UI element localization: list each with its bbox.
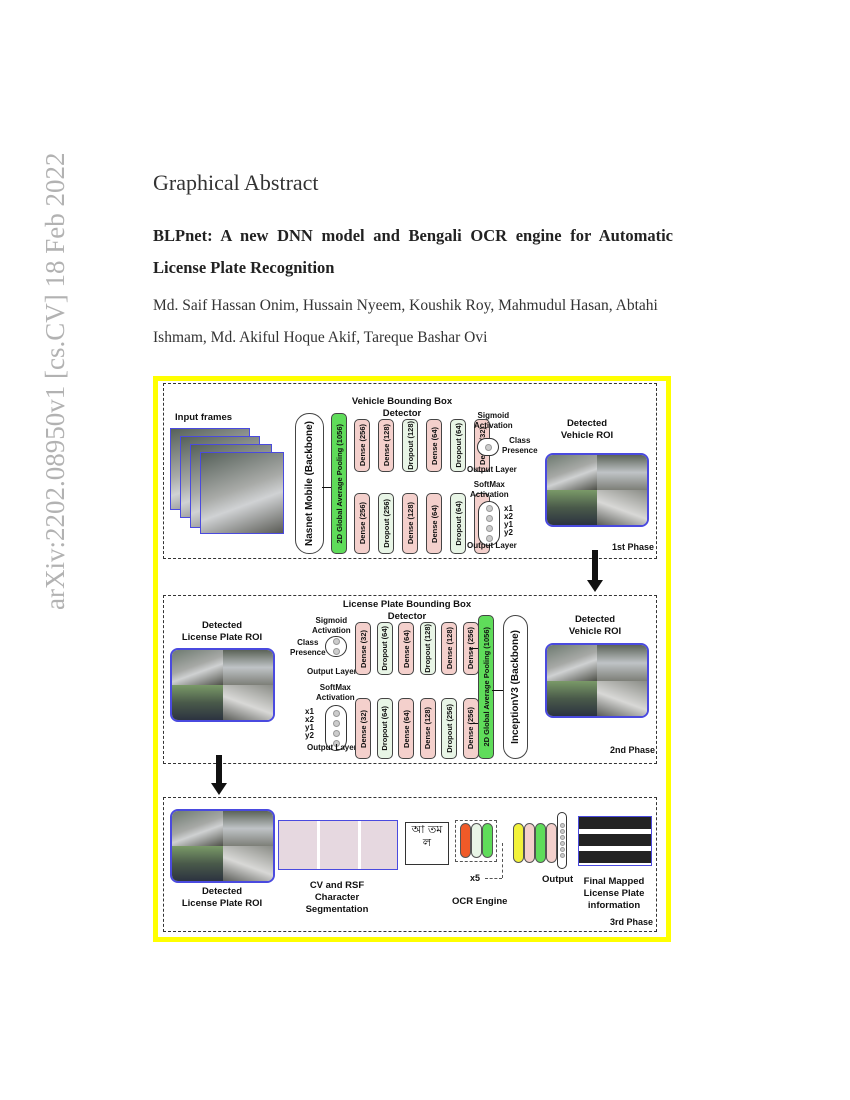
down-arrow [216,755,222,785]
dense-layer: Dense (32) [355,622,371,675]
phase2-label: 2nd Phase [610,745,656,755]
ocr-layer [524,823,535,863]
input-frames-label: Input frames [175,412,233,423]
ocr-layer [471,823,482,858]
dense-layer: Dense (256) [354,419,370,472]
dense-layer: Dense (64) [398,698,414,759]
bengali-character-glyphs: আ তম ল [405,822,449,865]
dropout-layer: Dropout (256) [378,493,394,554]
nasnet-backbone: Nasnet Mobile (Backbone) [295,413,324,554]
dropout-layer: Dropout (256) [441,698,457,759]
ocr-layer [513,823,524,863]
phase3-label: 3rd Phase [610,917,654,927]
class-output-node [477,438,499,456]
dashed-connector [502,843,503,878]
arxiv-stamp: arXiv:2202.08950v1 [cs.CV] 18 Feb 2022 [40,152,70,610]
vehicle-roi-image [545,643,649,718]
down-arrow-head [211,783,227,795]
dense-layer: Dense (128) [378,419,394,472]
repeat-label: x5 [470,873,481,883]
dense-layer: Dense (256) [462,698,479,759]
down-arrow [592,550,598,582]
output-layer-label: Output Layer [467,465,517,474]
dropout-layer: Dropout (64) [376,622,393,675]
plate-roi-image [170,648,275,722]
ocr-repeat-block [455,820,497,862]
dropout-layer: Dropout (64) [450,419,466,472]
segmentation-image [278,820,398,870]
global-avg-pooling: 2D Global Average Pooling (1056) [331,413,347,554]
dropout-layer: Dropout (128) [419,622,436,675]
dashed-connector [485,878,502,879]
phase2-box [163,595,657,764]
vehicle-roi-image [545,453,649,527]
arrow [470,723,478,724]
phase1-label: 1st Phase [612,542,655,552]
dense-layer: Dense (256) [354,493,370,554]
dense-layer: Dense (32) [355,698,371,759]
authors: Md. Saif Hassan Onim, Hussain Nyeem, Kou… [153,297,658,346]
down-arrow-head [587,580,603,592]
output-label: Output [542,874,574,885]
phase3-box [163,797,657,932]
ocr-layer [482,823,493,858]
dense-layer: Dense (128) [402,493,418,554]
output-layer-label: Output Layer [307,667,357,676]
section-title: Graphical Abstract [153,170,319,195]
arrow [322,487,331,488]
output-layer-label: Output Layer [307,743,357,752]
dense-layer: Dense (128) [419,698,436,759]
ocr-layer [546,823,557,863]
class-output-node [325,636,347,657]
dropout-layer: Dropout (64) [450,493,466,554]
paper-title: BLPnet: A new DNN model and Bengali OCR … [153,226,673,277]
output-layer-label: Output Layer [467,541,517,550]
dense-layer: Dense (64) [426,419,442,472]
dense-layer: Dense (64) [426,493,442,554]
dropout-layer: Dropout (128) [402,419,418,472]
phase1-box [163,383,657,559]
ocr-engine-label: OCR Engine [452,896,508,907]
final-plate-text-image [578,816,652,866]
arrow [470,648,478,649]
dropout-layer: Dropout (64) [376,698,393,759]
global-avg-pooling: 2D Global Average Pooling (1056) [478,615,494,759]
dense-layer: Dense (128) [441,622,457,675]
plate-roi-image [170,809,275,883]
inception-backbone: InceptionV3 (Backbone) [503,615,528,759]
ocr-layer [535,823,546,863]
dense-layer: Dense (64) [398,622,414,675]
bbox-output-node [478,501,500,546]
ocr-layer [460,823,471,858]
bbox-output-node [325,705,347,751]
input-frame [200,452,284,534]
arrow [492,690,503,691]
output-node-column [557,812,567,869]
